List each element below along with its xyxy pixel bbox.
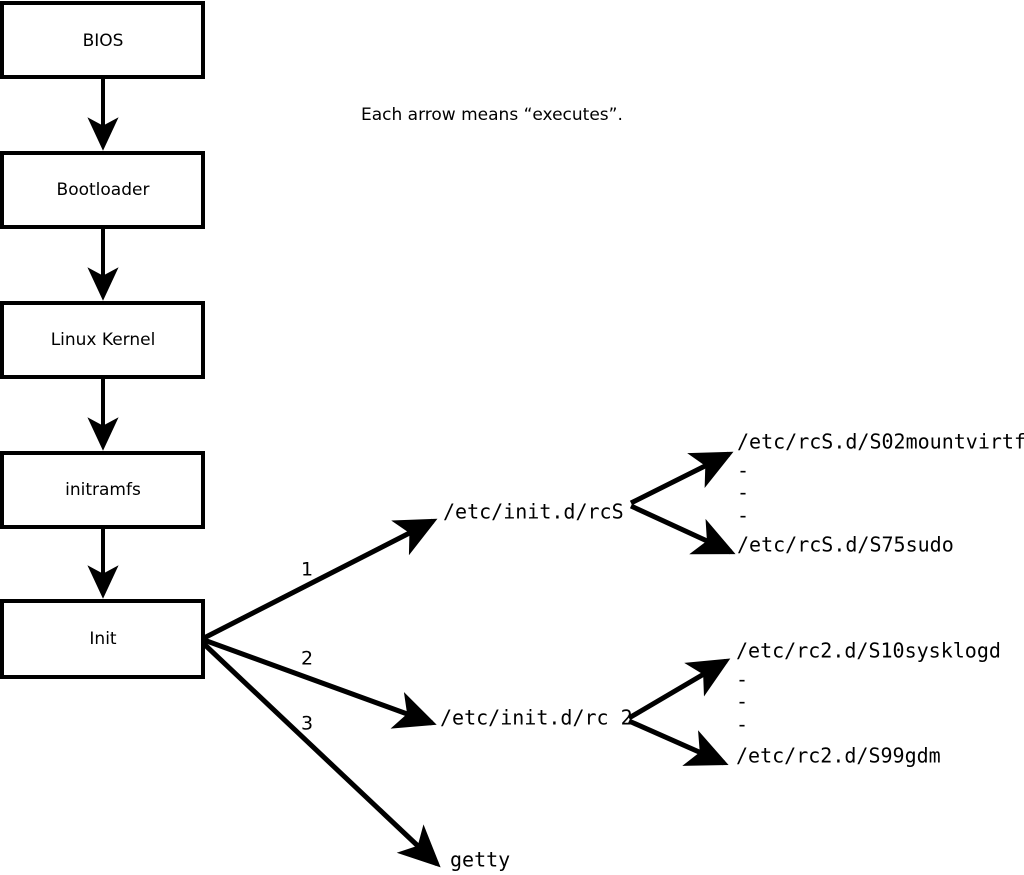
arrow-number-1: 1	[301, 559, 313, 581]
rc2-ellipsis-dot-2: -	[736, 690, 748, 714]
box-bios	[0, 1, 205, 79]
box-initramfs	[0, 451, 205, 529]
arrow-number-3: 3	[301, 713, 313, 735]
rcs-ellipsis-dot-3: -	[737, 504, 749, 528]
arrow-init-to-rcs	[202, 518, 438, 641]
label-init-d-rcs: /etc/init.d/rcS	[443, 500, 624, 524]
arrow-number-2: 2	[301, 648, 313, 670]
label-rcs-first-script: /etc/rcS.d/S02mountvirtfs	[737, 430, 1024, 454]
label-getty: getty	[450, 848, 510, 872]
arrow-init-to-getty	[202, 642, 441, 868]
rc2-ellipsis-dot-3: -	[736, 713, 748, 737]
arrow-rcs-to-last-script	[629, 503, 736, 555]
arrow-rcs-to-first-script	[629, 451, 734, 506]
box-label-linux-kernel: Linux Kernel	[51, 330, 156, 350]
label-rc2-first-script: /etc/rc2.d/S10sysklogd	[736, 639, 1001, 663]
label-init-d-rc2: /etc/init.d/rc 2	[440, 706, 633, 730]
box-init	[0, 599, 205, 679]
label-rcs-last-script: /etc/rcS.d/S75sudo	[737, 533, 954, 557]
box-label-bootloader: Bootloader	[57, 180, 150, 200]
box-label-init: Init	[89, 629, 117, 649]
arrow-init-to-rc2	[203, 637, 437, 729]
arrow-rc2-to-last-script	[627, 718, 729, 766]
caption-text: Each arrow means “executes”.	[361, 105, 623, 125]
label-rc2-last-script: /etc/rc2.d/S99gdm	[736, 744, 941, 768]
box-label-initramfs: initramfs	[65, 480, 141, 500]
rcs-ellipsis-dot-1: -	[737, 459, 749, 483]
rc2-ellipsis-dot-1: -	[736, 668, 748, 692]
rcs-ellipsis-dot-2: -	[737, 481, 749, 505]
arrow-rc2-to-first-script	[627, 658, 731, 721]
box-label-bios: BIOS	[83, 31, 124, 51]
